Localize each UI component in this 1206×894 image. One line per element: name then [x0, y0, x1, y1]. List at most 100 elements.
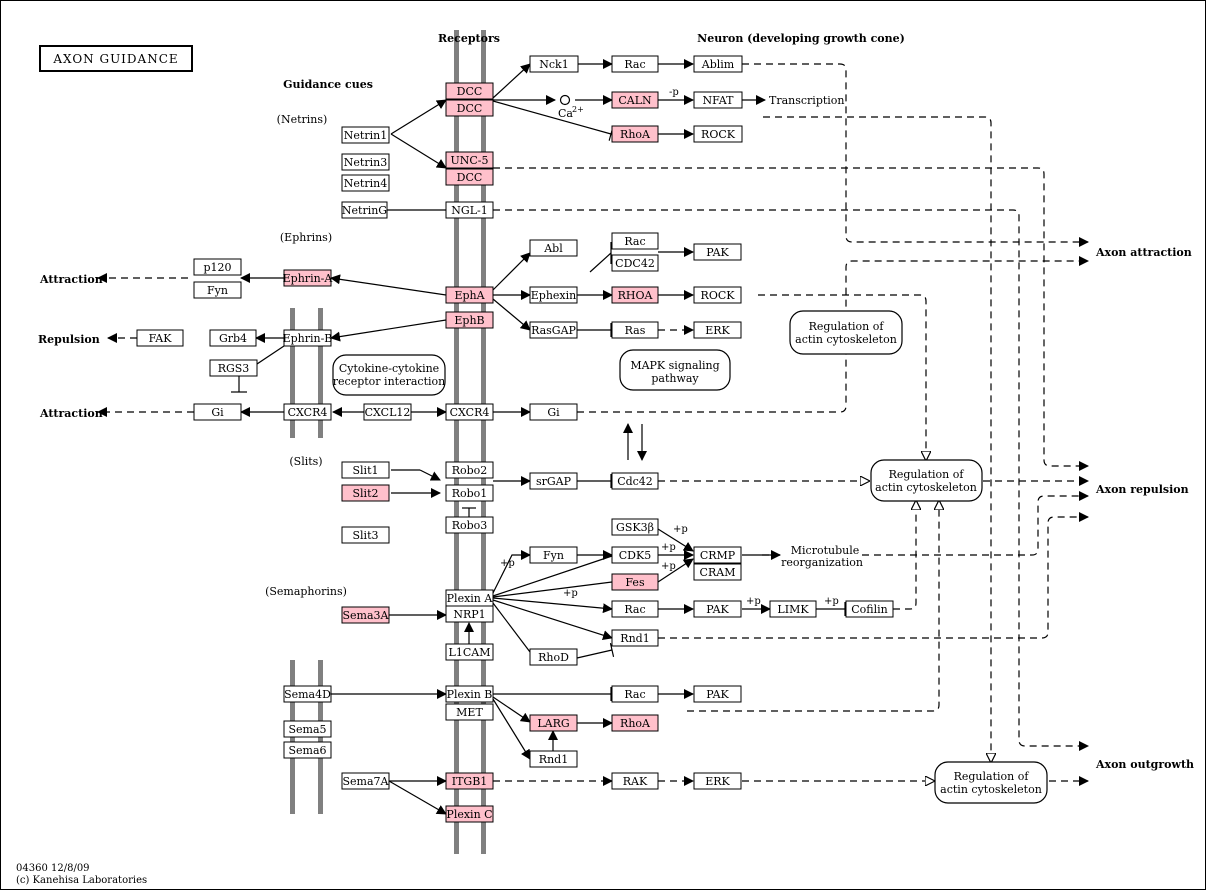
gene-box-rock-2[interactable]: ROCK: [693, 286, 742, 304]
gene-box-cofilin[interactable]: Cofilin: [845, 600, 894, 618]
gene-box-pak-3[interactable]: PAK: [693, 685, 742, 703]
gene-box-gi-2[interactable]: Gi: [529, 403, 578, 421]
gene-box-rhoa-3[interactable]: RhoA: [611, 714, 659, 732]
gene-box-sema4d[interactable]: Sema4D: [283, 685, 332, 703]
gene-box-netrin3[interactable]: Netrin3: [341, 153, 390, 171]
svg-text:Regulation of: Regulation of: [954, 770, 1030, 783]
gene-box-plexinc[interactable]: Plexin C: [445, 805, 494, 823]
gene-box-grb4[interactable]: Grb4: [209, 329, 257, 347]
gene-box-pak-2[interactable]: PAK: [693, 600, 742, 618]
gene-box-erk-1[interactable]: ERK: [693, 321, 742, 339]
gene-label: PAK: [706, 603, 729, 616]
gene-box-itgb1[interactable]: ITGB1: [445, 772, 494, 790]
gene-box-ephb[interactable]: EphB: [445, 311, 494, 329]
gene-box-cxcl12[interactable]: CXCL12: [363, 403, 412, 421]
gene-box-srgap[interactable]: srGAP: [529, 472, 578, 490]
header-receptors: Receptors: [438, 32, 500, 45]
gene-box-epha[interactable]: EphA: [445, 286, 494, 304]
gene-box-ephrinb[interactable]: Ephrin-B: [283, 329, 333, 347]
gene-box-dcc-3[interactable]: DCC: [445, 168, 494, 186]
gene-box-erk-2[interactable]: ERK: [693, 772, 742, 790]
gene-box-ngl1[interactable]: NGL-1: [445, 201, 494, 219]
gene-label: Rnd1: [620, 632, 649, 645]
gene-box-l1cam[interactable]: L1CAM: [445, 643, 494, 661]
pathway-cytokine-receptor[interactable]: Cytokine-cytokine receptor interaction: [332, 354, 446, 396]
gene-box-rhod[interactable]: RhoD: [529, 648, 578, 666]
gene-box-caln[interactable]: CALN: [611, 91, 659, 109]
gene-box-nfat[interactable]: NFAT: [693, 91, 743, 109]
gene-label: Sema6: [288, 744, 326, 757]
gene-label: Plexin A: [447, 592, 494, 605]
gene-box-sema7a[interactable]: Sema7A: [341, 772, 390, 790]
gene-box-nck1[interactable]: Nck1: [529, 55, 579, 73]
gene-box-gsk3b[interactable]: GSK3β: [611, 518, 659, 536]
gene-box-rak[interactable]: RAK: [611, 772, 659, 790]
gene-box-unc5[interactable]: UNC-5: [445, 151, 494, 169]
gene-box-sema3a[interactable]: Sema3A: [341, 606, 390, 624]
gene-box-netrin1[interactable]: Netrin1: [341, 126, 390, 144]
gene-box-dcc-1[interactable]: DCC: [445, 82, 494, 100]
pathway-regulation-actin-2[interactable]: Regulation of actin cytoskeleton: [870, 459, 983, 502]
gene-box-netrin4[interactable]: Netrin4: [341, 174, 390, 192]
gene-box-rac-2[interactable]: Rac: [611, 232, 659, 250]
gene-box-slit3[interactable]: Slit3: [341, 526, 390, 544]
gene-box-fyn-2[interactable]: Fyn: [529, 546, 578, 564]
gene-box-plexina[interactable]: Plexin A: [445, 589, 494, 607]
gene-box-gi-1[interactable]: Gi: [193, 403, 242, 421]
gene-box-pak-1[interactable]: PAK: [693, 243, 742, 261]
gene-box-slit2[interactable]: Slit2: [341, 484, 390, 502]
gene-box-rgs3[interactable]: RGS3: [209, 359, 258, 377]
gene-box-limk[interactable]: LIMK: [769, 600, 817, 618]
gene-box-met[interactable]: MET: [445, 703, 494, 721]
gene-label: Sema5: [288, 723, 326, 736]
gene-box-sema6[interactable]: Sema6: [283, 741, 332, 759]
gene-box-slit1[interactable]: Slit1: [341, 461, 390, 479]
label-microtubule-1: Microtubule: [791, 544, 859, 557]
gene-box-netring[interactable]: NetrinG: [341, 201, 388, 219]
gene-box-rac-1[interactable]: Rac: [611, 55, 659, 73]
gene-box-sema5[interactable]: Sema5: [283, 720, 332, 738]
gene-box-rac-4[interactable]: Rac: [611, 685, 659, 703]
gene-box-robo2[interactable]: Robo2: [445, 461, 494, 479]
gene-label: p120: [203, 261, 231, 274]
outcome-attraction-ephrin: Attraction: [39, 273, 103, 286]
gene-box-rnd1-1[interactable]: Rnd1: [611, 629, 659, 647]
gene-box-rac-3[interactable]: Rac: [611, 600, 659, 618]
gene-label: RGS3: [218, 362, 250, 375]
gene-box-rock-1[interactable]: ROCK: [693, 125, 743, 143]
gene-label: CALN: [618, 94, 652, 107]
pathway-regulation-actin-1[interactable]: Regulation of actin cytoskeleton: [789, 310, 903, 355]
pathway-mapk[interactable]: MAPK signaling pathway: [619, 349, 731, 391]
gene-label: ROCK: [701, 128, 736, 141]
gene-box-crmp[interactable]: CRMP: [693, 546, 742, 564]
gene-box-nrp1[interactable]: NRP1: [445, 605, 494, 623]
gene-box-cdc42-1[interactable]: CDC42: [611, 254, 659, 272]
gene-box-ephrina[interactable]: Ephrin-A: [283, 269, 334, 287]
gene-box-fyn-1[interactable]: Fyn: [193, 281, 242, 299]
gene-box-ras[interactable]: Ras: [611, 321, 659, 339]
gene-box-ephexin[interactable]: Ephexin: [529, 286, 578, 304]
gene-box-cdk5[interactable]: CDK5: [611, 546, 659, 564]
gene-box-cxcr4-2[interactable]: CXCR4: [445, 403, 494, 421]
gene-box-fes[interactable]: Fes: [611, 573, 659, 591]
gene-box-cdc42-2[interactable]: Cdc42: [611, 472, 659, 490]
gene-box-rnd1-2[interactable]: Rnd1: [529, 750, 578, 768]
gene-box-fak[interactable]: FAK: [136, 329, 184, 347]
gene-box-plexinb[interactable]: Plexin B: [445, 685, 494, 703]
header-neuron: Neuron (developing growth cone): [697, 32, 905, 45]
gene-box-rasgap[interactable]: RasGAP: [529, 321, 578, 339]
gene-box-cxcr4-1[interactable]: CXCR4: [283, 403, 332, 421]
gene-label: Slit1: [353, 464, 379, 477]
gene-box-robo1[interactable]: Robo1: [445, 484, 494, 502]
gene-box-rhoa-2[interactable]: RHOA: [611, 286, 659, 304]
gene-box-cram[interactable]: CRAM: [693, 563, 742, 581]
pathway-regulation-actin-3[interactable]: Regulation of actin cytoskeleton: [934, 761, 1048, 804]
gene-box-dcc-2[interactable]: DCC: [445, 99, 494, 117]
gene-label: CXCL12: [365, 406, 411, 419]
gene-box-rhoa-1[interactable]: RhoA: [611, 125, 659, 143]
gene-box-ablim[interactable]: Ablim: [693, 55, 743, 73]
gene-box-larg[interactable]: LARG: [529, 714, 578, 732]
gene-box-abl[interactable]: Abl: [529, 239, 578, 257]
gene-box-p120[interactable]: p120: [193, 258, 242, 276]
gene-box-robo3[interactable]: Robo3: [445, 516, 494, 534]
